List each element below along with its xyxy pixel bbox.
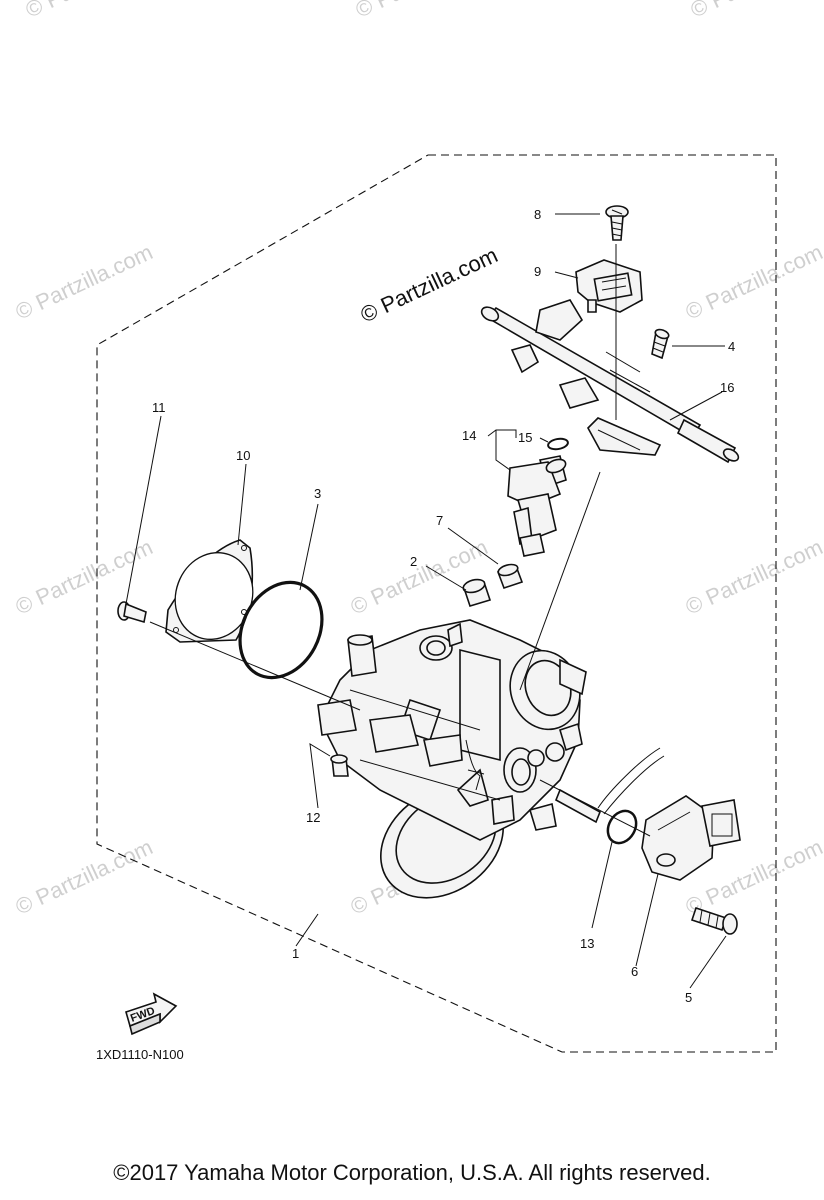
screw-11 <box>117 601 147 624</box>
callout-8: 8 <box>534 207 541 222</box>
leader-lines <box>125 213 727 989</box>
callout-3: 3 <box>314 486 321 501</box>
callout-11: 11 <box>152 400 166 415</box>
fuel-rail <box>480 299 740 464</box>
callout-10: 10 <box>236 448 250 463</box>
watermark: © Partzilla.com <box>12 834 157 919</box>
watermark: © Partzilla.com <box>352 0 497 23</box>
o-ring-15 <box>547 437 569 451</box>
screw-8 <box>605 205 629 241</box>
callout-5: 5 <box>685 990 692 1005</box>
callout-9: 9 <box>534 264 541 279</box>
watermark: © Partzilla.com <box>687 0 824 23</box>
hose <box>597 747 665 815</box>
copyright-notice: ©2017 Yamaha Motor Corporation, U.S.A. A… <box>113 1160 711 1185</box>
cap-2 <box>462 578 492 607</box>
watermark: © Partzilla.com <box>22 0 167 23</box>
callout-1: 1 <box>292 946 299 961</box>
sensor-9 <box>575 259 643 313</box>
watermark: © Partzilla.com <box>682 534 824 619</box>
callout-7: 7 <box>436 513 443 528</box>
callout-12: 12 <box>306 810 320 825</box>
callout-6: 6 <box>631 964 638 979</box>
callout-4: 4 <box>728 339 735 354</box>
assembly-boundary <box>96 154 777 1053</box>
callout-2: 2 <box>410 554 417 569</box>
throttle-body <box>317 619 602 899</box>
callout-13: 13 <box>580 936 594 951</box>
watermark: © Partzilla.com <box>682 239 824 324</box>
watermark: © Partzilla.com <box>12 239 157 324</box>
screw-4 <box>651 328 670 360</box>
seal-7 <box>496 563 524 590</box>
o-ring-3 <box>238 580 324 680</box>
cap-12 <box>330 754 349 777</box>
injector <box>507 455 567 557</box>
callout-14: 14 <box>462 428 476 443</box>
sensor-6 <box>641 795 741 881</box>
callout-16: 16 <box>720 380 734 395</box>
callout-labels: 1 2 3 4 5 6 7 8 9 10 11 12 13 14 15 16 <box>152 207 735 1005</box>
partzilla-watermark: © Partzilla.com <box>357 242 502 327</box>
fwd-arrow-icon: FWD <box>125 992 178 1036</box>
o-ring-13 <box>606 809 638 845</box>
callout-15: 15 <box>518 430 532 445</box>
diagram-code: 1XD1110-N100 <box>96 1047 184 1062</box>
screw-5 <box>690 906 738 935</box>
